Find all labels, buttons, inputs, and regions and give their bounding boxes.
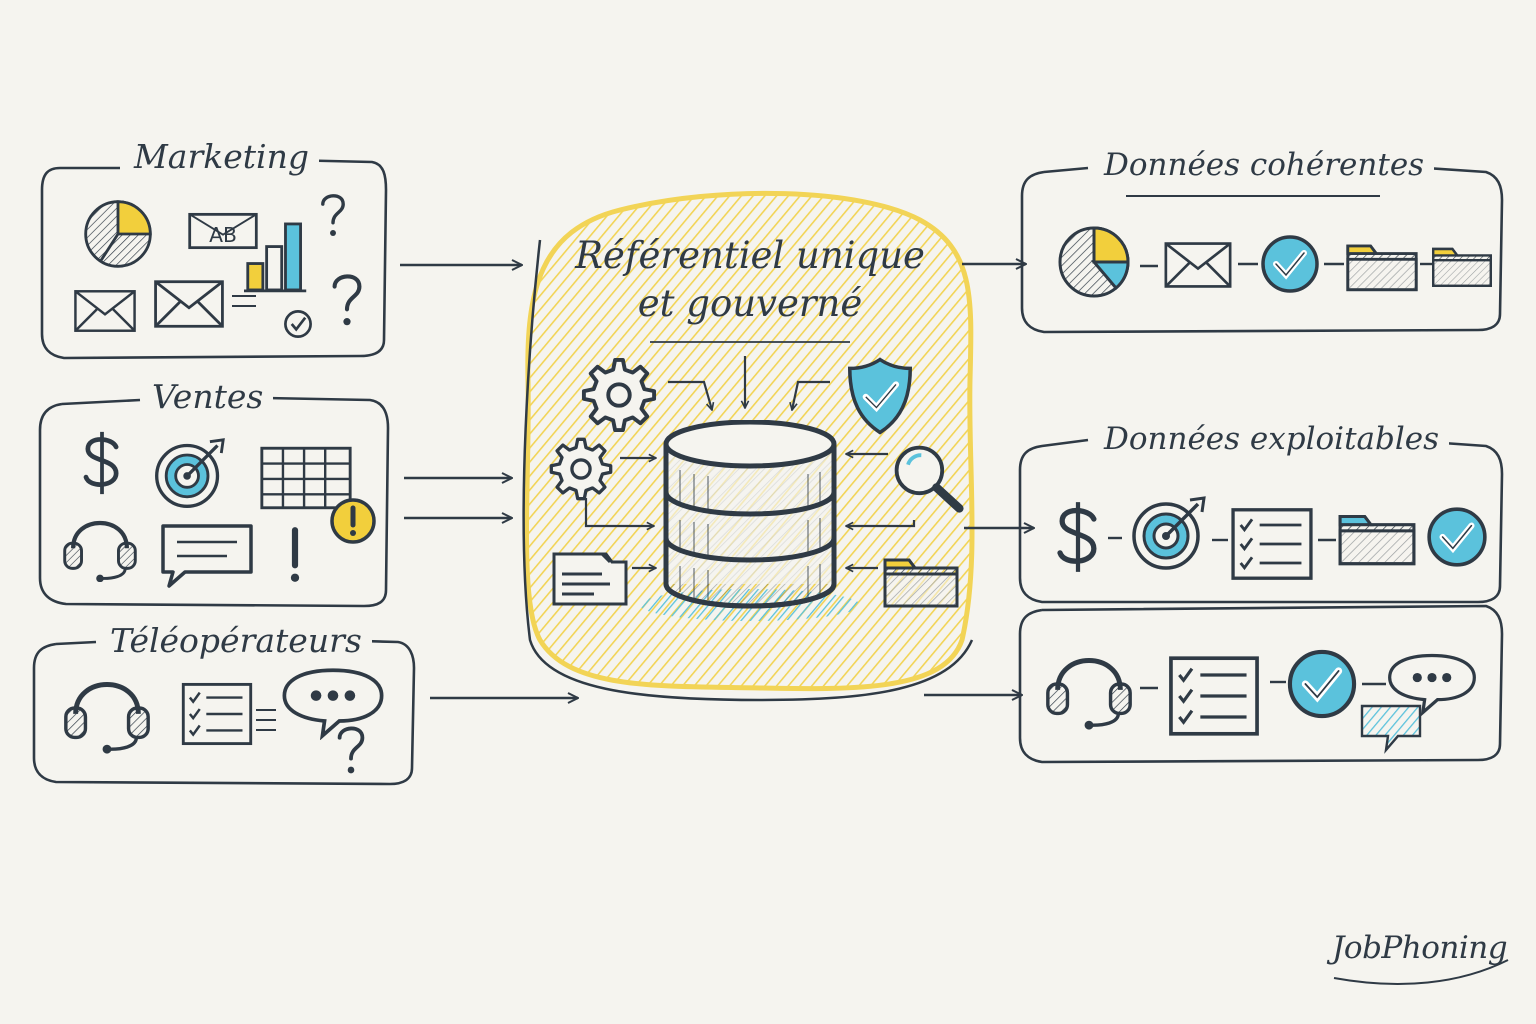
box-marketing — [40, 158, 388, 360]
headset-icon — [66, 685, 148, 754]
check-circle-icon — [284, 310, 312, 338]
check-circle-icon — [1290, 652, 1354, 716]
box-teleoperateurs — [32, 638, 416, 786]
target-icon — [154, 437, 226, 509]
chat-bubble-icon — [1360, 704, 1422, 754]
pie-chart-icon — [84, 200, 152, 268]
box-title-marketing: Marketing — [124, 140, 319, 173]
database-icon — [666, 422, 834, 606]
gear-icon — [549, 437, 613, 501]
headset-icon — [1048, 661, 1130, 730]
folder-icon — [1346, 244, 1418, 292]
box-title-donnees-exploitables: Données exploitables — [1094, 424, 1450, 455]
exclamation-icon — [291, 530, 299, 582]
pie-chart-icon — [1058, 226, 1130, 298]
alert-icon — [332, 500, 374, 542]
folder-icon — [1431, 247, 1493, 288]
folder-icon — [883, 558, 959, 608]
envelope-icon — [1164, 242, 1232, 288]
chat-bubble-icon — [161, 524, 253, 588]
box-title-donnees-coherentes: Données cohérentes — [1094, 150, 1435, 181]
question-mark-icon — [335, 276, 360, 325]
brand-swash — [1333, 959, 1509, 985]
box-donnees-exploitables — [1018, 438, 1504, 604]
question-mark-icon — [337, 726, 365, 776]
center-title-line-1: Référentiel unique — [575, 234, 925, 277]
gear-icon — [581, 357, 657, 433]
dollar-icon — [1060, 502, 1094, 572]
check-circle-icon — [1263, 237, 1317, 291]
box-title-ventes: Ventes — [142, 380, 274, 413]
ab-test-icon — [188, 212, 258, 250]
box-donnees-coherentes — [1020, 164, 1504, 334]
spreadsheet-icon — [260, 446, 352, 510]
check-circle-icon — [1429, 509, 1485, 565]
box-support — [1018, 604, 1504, 764]
center-internal-arrows — [584, 356, 916, 568]
question-mark-icon — [321, 194, 345, 238]
brand-logo: JobPhoning — [1332, 930, 1508, 966]
envelope-icon — [74, 289, 136, 333]
box-title-teleoperateurs: Téléopérateurs — [100, 624, 372, 657]
box-ventes — [38, 396, 390, 608]
target-icon — [1134, 498, 1204, 568]
checklist-icon — [1171, 658, 1257, 734]
center-title: Référentiel unique et gouverné — [560, 232, 940, 328]
envelope-icon — [154, 280, 224, 328]
dollar-icon — [86, 432, 116, 494]
chat-bubble-icon — [1387, 653, 1477, 715]
checklist-icon — [1231, 508, 1313, 580]
chat-bubble-icon — [282, 668, 384, 738]
headset-icon — [65, 523, 136, 582]
folder-icon — [1338, 514, 1416, 566]
checklist-icon — [181, 682, 253, 746]
folder-icon — [552, 552, 628, 606]
center-title-line-2: et gouverné — [637, 282, 863, 325]
flow-arrows — [400, 264, 1034, 698]
